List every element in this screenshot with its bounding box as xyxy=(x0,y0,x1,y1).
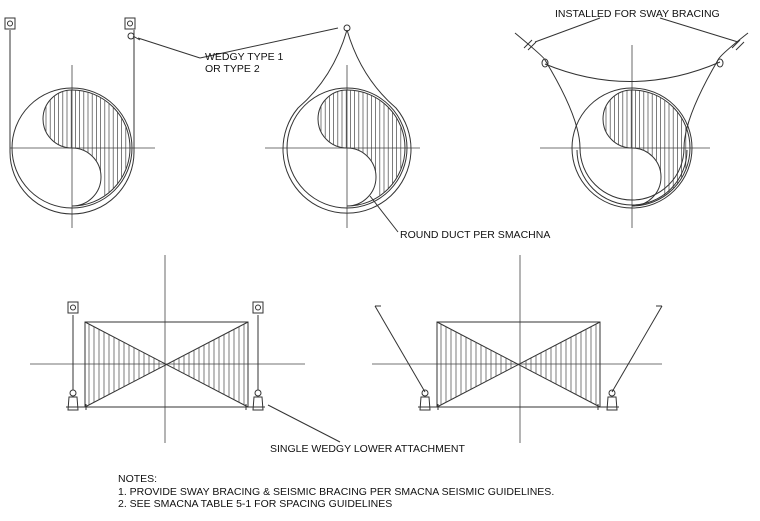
brace-clip-icon xyxy=(716,39,745,68)
notes-heading: NOTES: xyxy=(118,473,158,485)
duct-hatching xyxy=(88,324,245,405)
duct-hatching xyxy=(320,90,402,196)
duct-hatching xyxy=(45,90,127,196)
label-wedgy-type-1: WEDGY TYPE 1 xyxy=(205,51,284,63)
brace-clip-icon xyxy=(523,39,549,68)
lower-attachment-icon xyxy=(66,389,92,411)
leader-lines xyxy=(132,17,739,443)
detail-round-teardrop-hanger xyxy=(265,24,420,228)
note-item: 2. SEE SMACNA TABLE 5-1 FOR SPACING GUID… xyxy=(118,498,393,510)
duct-hatching xyxy=(605,90,687,196)
wedgy-bracket-icon xyxy=(252,301,264,314)
note-item: 1. PROVIDE SWAY BRACING & SEISMIC BRACIN… xyxy=(118,485,555,498)
detail-round-loop-hanger xyxy=(4,17,155,228)
wedgy-bracket-icon xyxy=(4,17,16,30)
lower-attachment-icon xyxy=(240,389,265,411)
label-round-duct: ROUND DUCT PER SMACHNA xyxy=(400,229,550,241)
lower-attachment-icon xyxy=(592,389,619,411)
wedgy-bracket-icon xyxy=(124,17,136,30)
label-single-wedgy-lower: SINGLE WEDGY LOWER ATTACHMENT xyxy=(270,443,465,455)
lower-attachment-icon xyxy=(418,389,446,411)
label-wedgy-type-2: OR TYPE 2 xyxy=(205,63,260,75)
wedgy-connector-icon xyxy=(343,24,351,32)
notes-block: NOTES: 1. PROVIDE SWAY BRACING & SEISMIC… xyxy=(118,473,554,511)
label-installed-sway: INSTALLED FOR SWAY BRACING xyxy=(555,8,720,20)
detail-rect-sway-bracing xyxy=(372,255,663,443)
detail-round-sway-bracing xyxy=(514,32,749,228)
detail-rect-trapeze-hanger xyxy=(30,255,305,443)
duct-hatching xyxy=(440,324,597,405)
wedgy-bracket-icon xyxy=(67,301,79,314)
